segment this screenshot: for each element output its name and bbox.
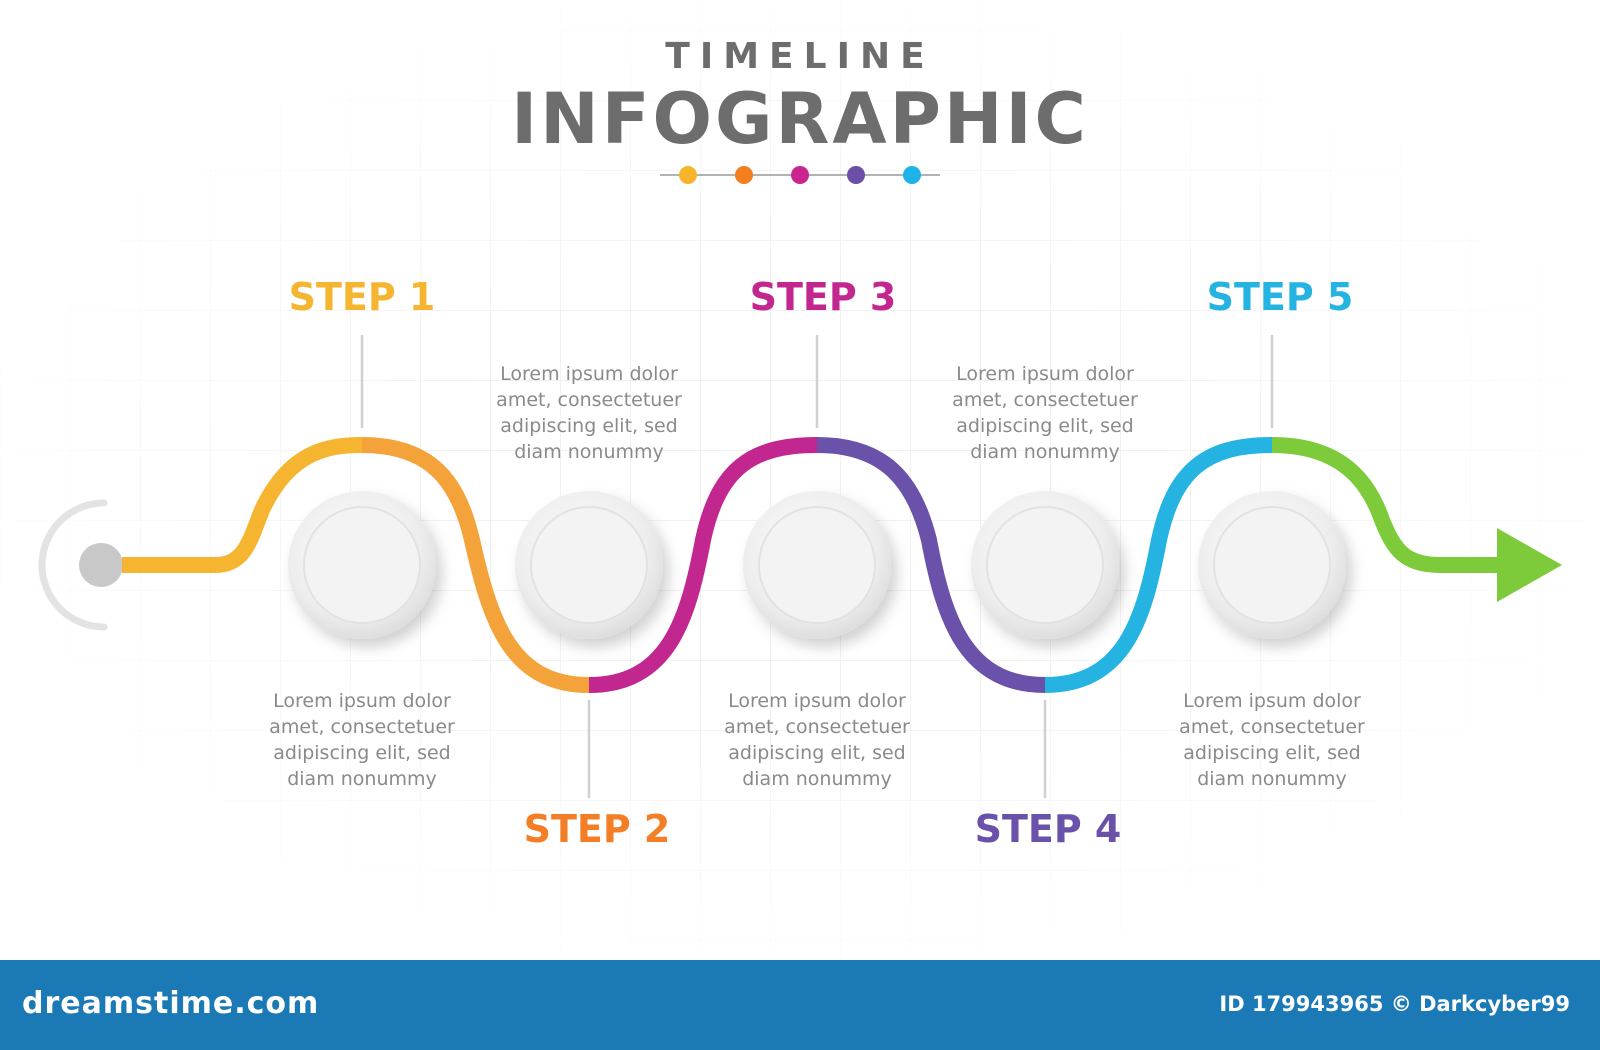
background-grid: [0, 0, 1600, 960]
step-3-description: Lorem ipsum dolor amet, consectetuer adi…: [687, 688, 947, 792]
description-line: diam nonummy: [287, 768, 437, 790]
footer-bar: dreamstime.com ID 179943965 © Darkcyber9…: [0, 960, 1600, 1050]
title-dot-3: [791, 166, 809, 184]
step-2-description: Lorem ipsum dolor amet, consectetuer adi…: [459, 361, 719, 465]
description-line: adipiscing elit, sed: [1183, 742, 1361, 764]
title-dot-1: [679, 166, 697, 184]
start-bracket: [38, 499, 108, 631]
path-segment-2: [361, 437, 590, 693]
footer-brand[interactable]: dreamstime.com: [22, 986, 320, 1021]
step-5-circle: [1198, 491, 1346, 639]
title-big: INFOGRAPHIC: [511, 78, 1089, 160]
step-1-description: Lorem ipsum dolor amet, consectetuer adi…: [232, 688, 492, 792]
step-1-label: STEP 1: [288, 275, 436, 319]
step-5-label: STEP 5: [1206, 275, 1354, 319]
title-dot-2: [735, 166, 753, 184]
description-line: diam nonummy: [1197, 768, 1347, 790]
step-1-circle: [288, 491, 436, 639]
timeline-diagram: [38, 335, 1562, 798]
path-segment-1: [122, 437, 363, 573]
start-dot: [79, 543, 123, 587]
title-small: TIMELINE: [665, 36, 935, 77]
step-5-description: Lorem ipsum dolor amet, consectetuer adi…: [1142, 688, 1402, 792]
arrow-head-icon: [1497, 528, 1562, 602]
step-3-circle: [743, 491, 891, 639]
step-4-description: Lorem ipsum dolor amet, consectetuer adi…: [915, 361, 1175, 465]
title-dot-4: [847, 166, 865, 184]
step-2-circle: [515, 491, 663, 639]
description-line: adipiscing elit, sed: [956, 415, 1134, 437]
path-segment-5: [1044, 437, 1273, 693]
description-line: amet, consectetuer: [724, 716, 910, 738]
description-line: adipiscing elit, sed: [728, 742, 906, 764]
footer-id: ID 179943965 © Darkcyber99: [1219, 992, 1570, 1016]
description-line: adipiscing elit, sed: [273, 742, 451, 764]
description-line: Lorem ipsum dolor: [273, 690, 451, 712]
path-segment-4: [816, 437, 1046, 693]
description-line: amet, consectetuer: [1179, 716, 1365, 738]
description-line: Lorem ipsum dolor: [728, 690, 906, 712]
description-line: Lorem ipsum dolor: [1183, 690, 1361, 712]
description-line: adipiscing elit, sed: [500, 415, 678, 437]
description-line: diam nonummy: [970, 441, 1120, 463]
description-line: amet, consectetuer: [269, 716, 455, 738]
description-line: Lorem ipsum dolor: [500, 363, 678, 385]
step-4-circle: [971, 491, 1119, 639]
path-segment-6: [1271, 437, 1500, 573]
path-segment-3: [588, 437, 818, 693]
description-line: diam nonummy: [742, 768, 892, 790]
step-3-label: STEP 3: [749, 275, 897, 319]
description-line: diam nonummy: [514, 441, 664, 463]
step-4-label: STEP 4: [974, 807, 1122, 851]
title-dot-divider: [660, 166, 940, 184]
step-2-label: STEP 2: [523, 807, 671, 851]
description-line: Lorem ipsum dolor: [956, 363, 1134, 385]
title-dot-5: [903, 166, 921, 184]
description-line: amet, consectetuer: [496, 389, 682, 411]
description-line: amet, consectetuer: [952, 389, 1138, 411]
